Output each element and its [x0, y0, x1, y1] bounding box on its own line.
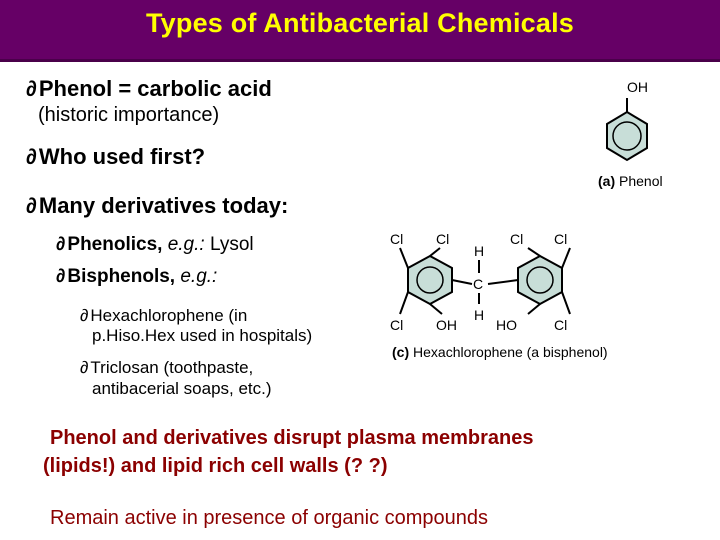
bond: [451, 279, 473, 285]
bullet-triclosan: ∂Triclosan (toothpaste,: [80, 357, 253, 378]
bond: [429, 247, 441, 257]
bond: [527, 247, 541, 257]
bullet-phenolics: ∂Phenolics, e.g.: Lysol: [56, 233, 254, 257]
hexachlorophene-line2: p.Hiso.Hex used in hospitals): [92, 326, 313, 345]
oh-label: OH: [436, 317, 457, 333]
triclosan-line1: Triclosan (toothpaste,: [90, 358, 254, 377]
left-aromatic-circle: [416, 266, 444, 294]
phenol-oh-label: OH: [627, 79, 648, 95]
bullet-glyph-icon: ∂: [80, 306, 89, 325]
h-label: H: [474, 243, 484, 259]
phenol-aromatic-circle: [612, 121, 642, 151]
bullet-glyph-icon: ∂: [56, 266, 66, 287]
triclosan-line2: antibacerial soaps, etc.): [92, 379, 272, 398]
bullet-bisphenols: ∂Bisphenols, e.g.:: [56, 265, 217, 289]
bullet-phenol-sub: (historic importance): [38, 104, 220, 126]
h-label: H: [474, 307, 484, 323]
right-aromatic-circle: [526, 266, 554, 294]
title-bar: Types of Antibacterial Chemicals: [0, 0, 720, 62]
bisphenols-eg: e.g.:: [180, 266, 218, 287]
hexachlorophene-caption-letter: (c): [392, 344, 410, 360]
cl-label: Cl: [390, 231, 403, 247]
phenolics-example: Lysol: [204, 234, 254, 255]
bullet-phenol-text: Phenol = carbolic acid: [38, 76, 272, 101]
cl-label: Cl: [510, 231, 523, 247]
phenol-caption-letter: (a): [598, 173, 616, 189]
bullet-glyph-icon: ∂: [26, 193, 37, 218]
bullet-phenol: ∂Phenol = carbolic acid: [26, 77, 272, 101]
bond: [527, 303, 541, 315]
bond: [561, 291, 571, 315]
statement-line2: (lipids!) and lipid rich cell walls (? ?…: [43, 455, 388, 477]
hexachlorophene-line1: Hexachlorophene (in: [90, 306, 248, 325]
bullet-glyph-icon: ∂: [56, 234, 66, 255]
cl-label: Cl: [554, 231, 567, 247]
bisphenols-label: Bisphenols,: [67, 266, 181, 287]
cl-label: Cl: [390, 317, 403, 333]
bullet-who-used-text: Who used first?: [38, 144, 206, 169]
left-benzene-ring: [407, 254, 453, 306]
bullet-derivatives-text: Many derivatives today:: [38, 193, 289, 218]
phenolics-eg: e.g.:: [167, 234, 205, 255]
slide-title: Types of Antibacterial Chemicals: [145, 8, 575, 38]
phenol-structure: OH: [606, 79, 648, 162]
statement-line1: Phenol and derivatives disrupt plasma me…: [50, 427, 534, 449]
bond: [561, 247, 571, 269]
bullet-derivatives: ∂Many derivatives today:: [26, 194, 288, 218]
cl-label: Cl: [436, 231, 449, 247]
bond: [429, 303, 443, 315]
phenol-caption-text: Phenol: [619, 173, 663, 189]
phenol-benzene-ring: [606, 110, 648, 162]
bullet-glyph-icon: ∂: [26, 144, 37, 169]
hexachlorophene-structure: Cl Cl Cl OH C H H Cl Cl HO Cl: [390, 231, 571, 333]
bond: [399, 291, 409, 315]
hexachlorophene-caption: (c) Hexachlorophene (a bisphenol): [392, 344, 608, 360]
phenolics-label: Phenolics,: [67, 234, 168, 255]
right-benzene-ring: [517, 254, 563, 306]
bond: [487, 279, 519, 285]
statement-line3: Remain active in presence of organic com…: [50, 507, 489, 529]
hexachlorophene-caption-text: Hexachlorophene (a bisphenol): [413, 344, 608, 360]
bullet-hexachlorophene: ∂Hexachlorophene (in: [80, 305, 247, 326]
bullet-glyph-icon: ∂: [26, 76, 37, 101]
ho-label: HO: [496, 317, 517, 333]
bridge-carbon-label: C: [473, 276, 483, 292]
phenol-caption: (a) Phenol: [598, 173, 663, 189]
bond: [399, 247, 409, 269]
cl-label: Cl: [554, 317, 567, 333]
bullet-who-used: ∂Who used first?: [26, 145, 205, 169]
bullet-glyph-icon: ∂: [80, 358, 89, 377]
